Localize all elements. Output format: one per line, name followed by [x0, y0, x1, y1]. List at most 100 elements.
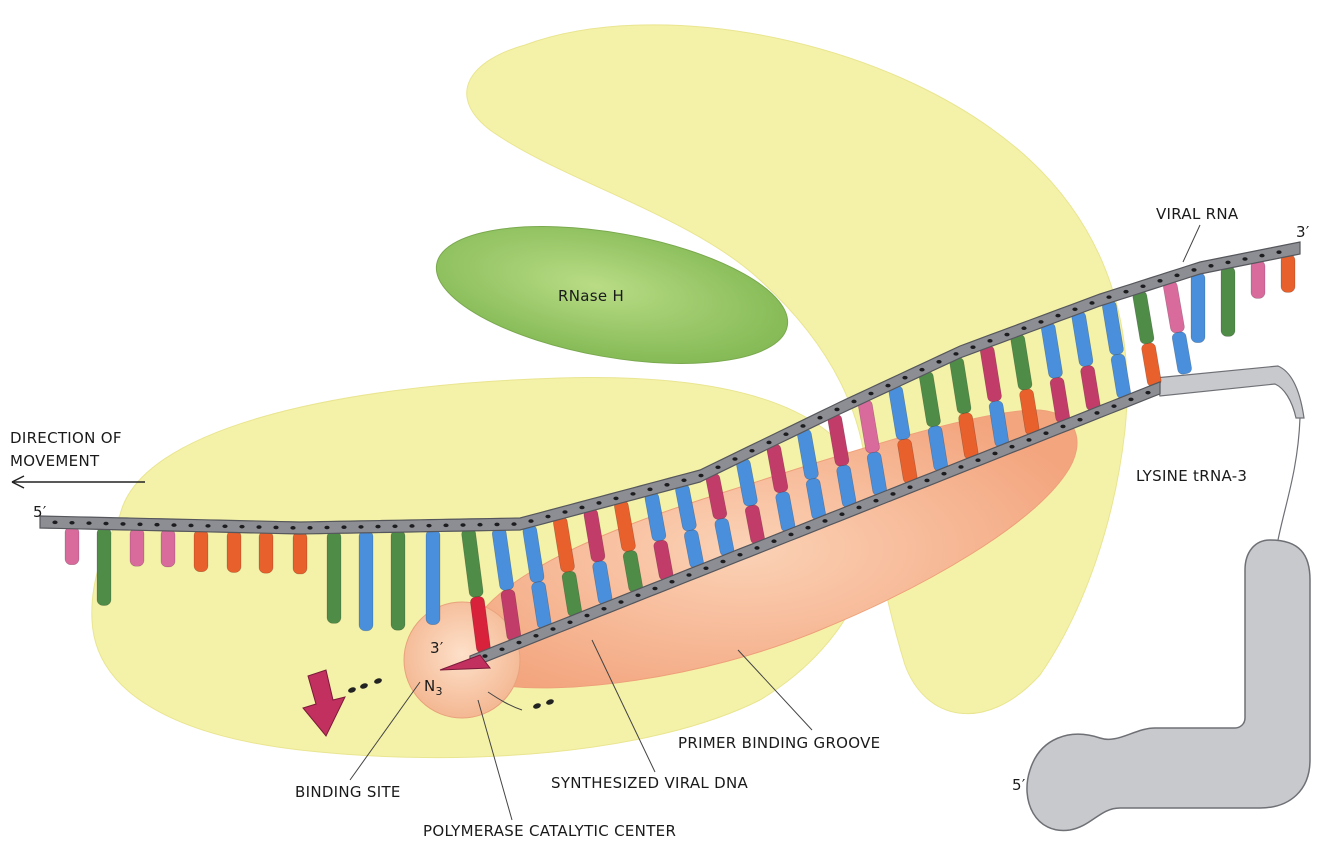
dna-backbone-dot [958, 465, 963, 469]
rna-backbone-dot [103, 522, 108, 526]
trna-backbone [1155, 366, 1304, 418]
polymerase-center-label: POLYMERASE CATALYTIC CENTER [423, 822, 676, 840]
rna-backbone-dot [358, 525, 363, 529]
direction-label-line1: DIRECTION OF [10, 429, 122, 447]
dna-backbone-dot [567, 620, 572, 624]
rna-backbone-dot [664, 483, 669, 487]
rna-base [1251, 260, 1265, 298]
rna-backbone-dot [1191, 268, 1196, 272]
rna-backbone-dot [1106, 295, 1111, 299]
dna-backbone-dot [771, 539, 776, 543]
dna-backbone-dot [635, 593, 640, 597]
dna-backbone-dot [720, 560, 725, 564]
rna-backbone-dot [222, 524, 227, 528]
rnase-h-label: RNase H [558, 287, 624, 305]
rna-base [259, 531, 273, 573]
rna-backbone-dot [1140, 284, 1145, 288]
base-pair-rna-half [1132, 290, 1155, 344]
rna-3-prime-label: 3′ [1296, 223, 1310, 241]
dna-backbone-dot [516, 641, 521, 645]
dna-backbone-dot [907, 485, 912, 489]
rna-backbone-dot [1055, 314, 1060, 318]
base-pair [1132, 290, 1162, 387]
rna-base [293, 532, 307, 574]
base-pair-dna-half [1171, 331, 1192, 375]
dna-backbone-dot [533, 634, 538, 638]
rna-backbone-dot [341, 525, 346, 529]
dna-backbone-dot [924, 479, 929, 483]
rna-backbone-dot [205, 524, 210, 528]
rna-base [65, 527, 79, 565]
dna-backbone-dot [584, 614, 589, 618]
rna-backbone-dot [307, 526, 312, 530]
rna-backbone-dot [392, 524, 397, 528]
dna-backbone-dot [499, 647, 504, 651]
rna-backbone-dot [817, 416, 822, 420]
rna-base [327, 531, 341, 623]
rna-backbone-dot [188, 524, 193, 528]
rna-base [1221, 266, 1235, 336]
rna-backbone-dot [953, 352, 958, 356]
dna-backbone-dot [737, 553, 742, 557]
trna-linker [1278, 418, 1300, 540]
rna-base [97, 527, 111, 605]
rna-backbone-dot [154, 523, 159, 527]
dna-backbone-dot [941, 472, 946, 476]
rna-backbone-dot [613, 497, 618, 501]
rna-backbone-dot [902, 376, 907, 380]
rna-backbone-dot [579, 506, 584, 510]
rna-backbone-dot [749, 449, 754, 453]
dna-backbone-dot [550, 627, 555, 631]
rna-backbone-dot [290, 526, 295, 530]
rna-backbone-dot [732, 457, 737, 461]
viral-rna-label: VIRAL RNA [1156, 205, 1239, 223]
rna-backbone-dot [596, 501, 601, 505]
rna-backbone-dot [1276, 250, 1281, 254]
rna-backbone-dot [1225, 261, 1230, 265]
rna-backbone-dot [120, 522, 125, 526]
rna-backbone-dot [868, 392, 873, 396]
synthesized-dna-label: SYNTHESIZED VIRAL DNA [551, 774, 748, 792]
rna-backbone-dot [936, 360, 941, 364]
dna-backbone-dot [873, 499, 878, 503]
rna-backbone-dot [1123, 290, 1128, 294]
rna-backbone-dot [375, 525, 380, 529]
rna-base [1191, 273, 1205, 343]
base-pair-rna-half [1163, 281, 1186, 334]
rna-backbone-dot [919, 368, 924, 372]
rna-base [161, 529, 175, 567]
dna-backbone-dot [703, 566, 708, 570]
rna-backbone-dot [766, 441, 771, 445]
dna-backbone-dot [822, 519, 827, 523]
rna-backbone-dot [86, 521, 91, 525]
rna-backbone-dot [970, 345, 975, 349]
rna-backbone-dot [800, 424, 805, 428]
rna-backbone-dot [69, 521, 74, 525]
rna-backbone-dot [528, 519, 533, 523]
dna-backbone-dot [975, 458, 980, 462]
rna-backbone-dot [885, 384, 890, 388]
rna-backbone-dot [1259, 254, 1264, 258]
rna-backbone-dot [324, 526, 329, 530]
rna-backbone-dot [1174, 274, 1179, 278]
dna-3-prime-label: 3′ [430, 639, 444, 657]
dna-backbone-dot [992, 452, 997, 456]
rna-backbone-dot [443, 524, 448, 528]
dna-backbone-dot [1145, 391, 1150, 395]
rna-base [391, 530, 405, 630]
dna-backbone-dot [1111, 404, 1116, 408]
dna-backbone-dot [754, 546, 759, 550]
dna-backbone-dot [1009, 445, 1014, 449]
rna-backbone-dot [630, 492, 635, 496]
rna-backbone-dot [545, 515, 550, 519]
rna-base [359, 531, 373, 631]
dna-backbone-dot [1026, 438, 1031, 442]
rna-backbone-dot [783, 432, 788, 436]
rna-backbone-dot [494, 523, 499, 527]
rna-backbone-dot [1157, 279, 1162, 283]
rna-backbone-dot [1242, 257, 1247, 261]
dna-backbone-dot [686, 573, 691, 577]
rna-backbone-dot [698, 474, 703, 478]
dna-backbone-dot [890, 492, 895, 496]
